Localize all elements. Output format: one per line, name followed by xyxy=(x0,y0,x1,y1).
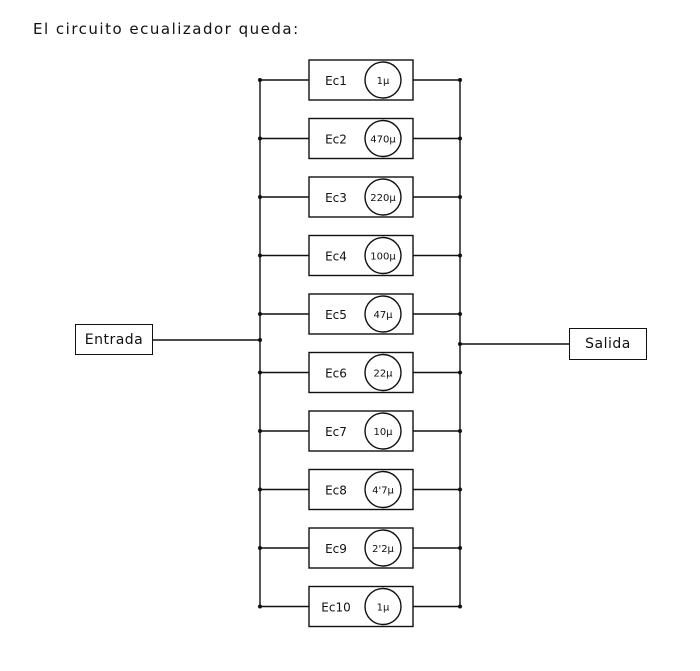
capacitor-value: 1µ xyxy=(377,603,390,614)
capacitor-value: 47µ xyxy=(373,310,393,321)
stage-5: Ec5 47µ xyxy=(258,293,462,335)
capacitor-value: 1µ xyxy=(377,76,390,87)
input-junction-dot xyxy=(258,338,262,342)
stage-name: Ec10 xyxy=(321,601,350,615)
right-node-dot xyxy=(458,370,462,375)
capacitor-value: 2'2µ xyxy=(372,544,394,555)
capacitor-value: 470µ xyxy=(370,135,396,146)
capacitor-value-circle xyxy=(364,529,402,567)
capacitor-value-circle xyxy=(364,295,402,333)
capacitor-value-circle xyxy=(364,178,402,216)
stage-9: Ec9 2'2µ xyxy=(258,527,462,569)
stage-4: Ec4 100µ xyxy=(258,234,462,277)
input-box: Entrada xyxy=(75,324,153,355)
capacitor-value-circle xyxy=(364,412,402,450)
right-node-dot xyxy=(458,312,462,316)
stage-name: Ec7 xyxy=(325,425,347,439)
stage-1: Ec1 1µ xyxy=(258,59,462,101)
left-node-dot xyxy=(258,195,262,199)
output-box: Salida xyxy=(569,328,647,360)
right-node-dot xyxy=(458,546,462,550)
left-node-dot xyxy=(258,136,262,141)
output-junction-dot xyxy=(458,342,462,346)
left-node-dot xyxy=(258,78,262,82)
right-node-dot xyxy=(458,429,462,433)
capacitor-value-circle xyxy=(364,587,402,626)
capacitor-value-circle xyxy=(364,470,402,509)
capacitor-value-circle xyxy=(364,236,402,275)
left-node-dot xyxy=(258,370,262,375)
stage-6: Ec6 22µ xyxy=(258,351,462,394)
left-node-dot xyxy=(258,604,262,609)
right-node-dot xyxy=(458,604,462,609)
stage-name: Ec1 xyxy=(325,74,347,88)
stage-name: Ec8 xyxy=(325,484,347,498)
stage-name: Ec9 xyxy=(325,542,347,556)
stage-8: Ec8 4'7µ xyxy=(258,468,462,511)
capacitor-value: 220µ xyxy=(370,193,396,204)
left-node-dot xyxy=(258,312,262,316)
stage-2: Ec2 470µ xyxy=(258,117,462,160)
stage-name: Ec2 xyxy=(325,133,347,147)
capacitor-value-circle xyxy=(364,119,402,158)
capacitor-value: 100µ xyxy=(370,252,396,263)
right-node-dot xyxy=(458,195,462,199)
capacitor-value-circle xyxy=(364,61,402,99)
capacitor-value: 10µ xyxy=(373,427,393,438)
diagram-title: El circuito ecualizador queda: xyxy=(33,20,300,38)
right-node-dot xyxy=(458,136,462,141)
left-node-dot xyxy=(258,546,262,550)
left-node-dot xyxy=(258,253,262,258)
output-label: Salida xyxy=(585,336,631,352)
stage-7: Ec7 10µ xyxy=(258,410,462,452)
stage-name: Ec3 xyxy=(325,191,347,205)
right-node-dot xyxy=(458,487,462,492)
stage-10: Ec10 1µ xyxy=(258,585,462,628)
capacitor-value: 4'7µ xyxy=(372,486,394,497)
stage-name: Ec4 xyxy=(325,250,347,264)
right-node-dot xyxy=(458,78,462,82)
capacitor-value: 22µ xyxy=(373,369,393,380)
stage-name: Ec6 xyxy=(325,367,347,381)
input-label: Entrada xyxy=(84,331,144,348)
stage-name: Ec5 xyxy=(325,308,347,322)
capacitor-value-circle xyxy=(364,353,402,392)
left-node-dot xyxy=(258,429,262,433)
right-node-dot xyxy=(458,253,462,258)
stage-3: Ec3 220µ xyxy=(258,176,462,218)
left-node-dot xyxy=(258,487,262,492)
